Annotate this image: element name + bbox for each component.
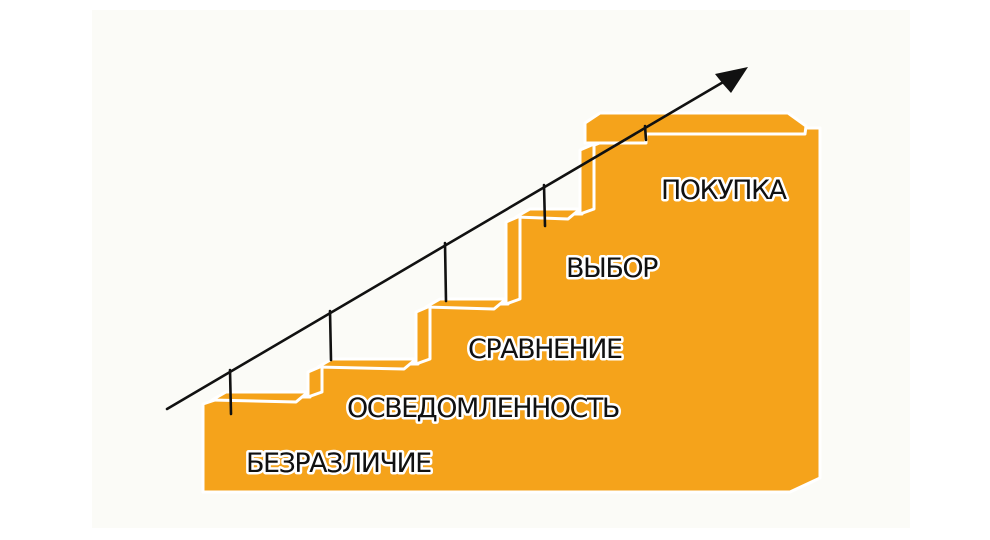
riser-face [414,304,432,366]
riser-face [504,214,522,306]
support-post [443,241,448,303]
arrow-head-icon [715,67,748,93]
support-post [643,124,648,142]
stage-label-awareness: ОСВЕДОМЛЕННОСТЬ [347,393,619,424]
stairs-top-slab [583,111,808,145]
riser-face [306,364,324,399]
staircase [201,111,822,494]
riser-face [578,142,596,216]
tread-top [424,297,508,311]
stage-label-choice: ВЫБОР [566,253,658,284]
stage-labels: БЕЗРАЗЛИЧИЕ ОСВЕДОМЛЕННОСТЬ СРАВНЕНИЕ ВЫ… [244,173,792,482]
ink-lines [165,69,744,416]
support-post [328,309,333,362]
tread-top [514,207,582,221]
stage-label-indifference: БЕЗРАЗЛИЧИЕ [246,448,431,479]
stage-label-purchase: ПОКУПКА [661,175,788,206]
support-post [542,183,547,228]
support-post [228,368,233,416]
tread-top [316,357,418,371]
stage-label-comparison: СРАВНЕНИЕ [468,334,622,365]
tread-top [210,390,310,404]
